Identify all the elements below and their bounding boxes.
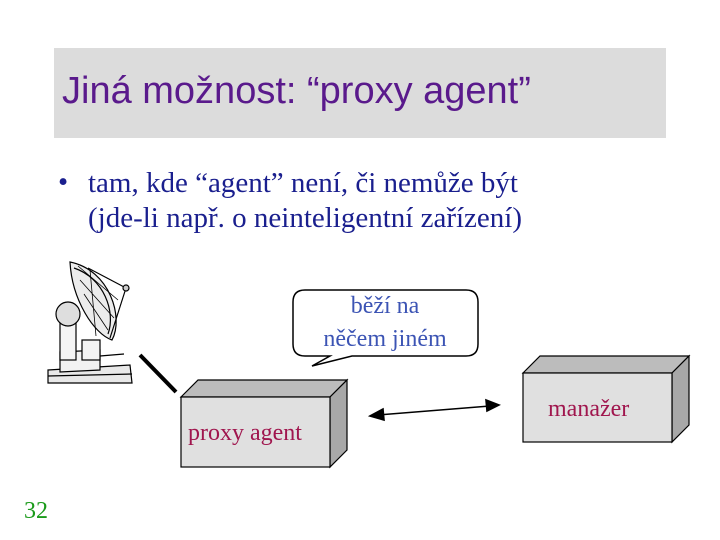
proxy-agent-label: proxy agent xyxy=(188,420,302,447)
double-arrow-icon xyxy=(370,400,499,420)
manager-label: manažer xyxy=(548,396,629,423)
callout-line-1: běží na xyxy=(300,290,470,323)
callout-line-2: něčem jiném xyxy=(300,323,470,356)
callout-text: běží na něčem jiném xyxy=(300,290,470,356)
satellite-dish-icon xyxy=(48,262,132,383)
connection-line xyxy=(140,355,176,392)
slide-number: 32 xyxy=(24,498,48,525)
